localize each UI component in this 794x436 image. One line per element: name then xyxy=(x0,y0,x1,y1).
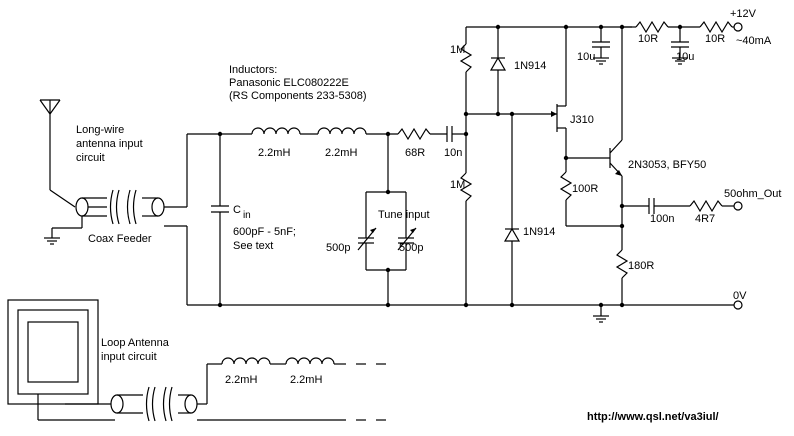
resistor-4r7-symbol xyxy=(689,199,723,213)
coax-feeder-label: Coax Feeder xyxy=(88,233,152,245)
capacitor-cin-symbol xyxy=(211,134,229,305)
cin-subscript: in xyxy=(243,210,251,221)
diode-d1-symbol xyxy=(489,27,507,114)
longwire-antenna-symbol xyxy=(39,99,61,190)
resistor-180r-symbol xyxy=(615,249,629,279)
ground-terminal[interactable] xyxy=(733,300,743,310)
resistor-10r-b-symbol xyxy=(699,20,733,34)
inductor-l4-label: 2.2mH xyxy=(290,374,322,386)
ground-symbol xyxy=(593,305,609,323)
resistor-100r-label: 100R xyxy=(572,183,598,195)
bjt-2n3053-symbol xyxy=(563,27,623,206)
supply-voltage-label: +12V xyxy=(730,8,757,20)
zero-volt-label: 0V xyxy=(733,290,747,302)
loop-label-2: input circuit xyxy=(101,351,157,363)
capacitor-100n-label: 100n xyxy=(650,213,674,225)
source-url[interactable]: http://www.qsl.net/va3iul/ xyxy=(587,411,719,423)
loop-label-1: Loop Antenna xyxy=(101,337,170,349)
inductors-title: Inductors: xyxy=(229,64,277,76)
resistor-180r-label: 180R xyxy=(628,260,654,272)
inductor-l3-label: 2.2mH xyxy=(225,374,257,386)
coax-loop-symbol xyxy=(110,357,386,422)
supply-current-label: ~40mA xyxy=(736,35,772,47)
longwire-label-3: circuit xyxy=(76,152,105,164)
capacitor-10u-b-label: 10u xyxy=(676,51,694,63)
output-terminal[interactable] xyxy=(733,201,743,211)
resistor-1m-top-symbol xyxy=(459,43,473,73)
fet-j310-label: J310 xyxy=(570,114,594,126)
bjt-label: 2N3053, BFY50 xyxy=(628,159,706,171)
inductors-part: Panasonic ELC080222E xyxy=(229,77,349,89)
tune-capacitor-symbol xyxy=(357,134,417,305)
diode-d1-label: 1N914 xyxy=(514,60,546,72)
resistor-68r-label: 68R xyxy=(405,147,425,159)
resistor-10r-a-label: 10R xyxy=(638,33,658,45)
capacitor-10u-b-symbol xyxy=(671,27,689,65)
capacitor-10n-label: 10n xyxy=(444,147,462,159)
capacitor-500p-b-label: 500p xyxy=(399,242,423,254)
inductor-l2-label: 2.2mH xyxy=(325,147,357,159)
supply-terminal[interactable] xyxy=(733,22,743,32)
loop-antenna-symbol xyxy=(7,299,115,421)
cin-range-label: 600pF - 5nF; xyxy=(233,226,296,238)
capacitor-100n-symbol xyxy=(648,198,655,214)
diode-d2-label: 1N914 xyxy=(523,226,555,238)
fet-j310-symbol xyxy=(551,27,567,158)
inductors-rs: (RS Components 233-5308) xyxy=(229,90,367,102)
inductor-l1-label: 2.2mH xyxy=(258,147,290,159)
output-label: 50ohm_Out xyxy=(724,188,781,200)
capacitor-500p-a-label: 500p xyxy=(326,242,350,254)
resistor-10r-a-symbol xyxy=(635,20,669,34)
longwire-label-1: Long-wire xyxy=(76,124,124,136)
resistor-1m-top-label: 1M xyxy=(450,44,465,56)
cin-letter: C xyxy=(233,204,241,216)
capacitor-10n-symbol xyxy=(446,126,453,142)
inductor-l2-symbol xyxy=(317,127,367,135)
tune-input-label: Tune input xyxy=(378,209,430,221)
resistor-10r-b-label: 10R xyxy=(705,33,725,45)
resistor-1m-bottom-label: 1M xyxy=(450,179,465,191)
cin-see-label: See text xyxy=(233,240,273,252)
diode-d2-symbol xyxy=(503,114,521,305)
capacitor-10u-a-label: 10u xyxy=(577,51,595,63)
resistor-1m-bottom-symbol xyxy=(459,172,473,202)
inductor-l1-symbol xyxy=(251,127,301,135)
coax-feeder-symbol xyxy=(44,133,252,305)
resistor-100r-symbol xyxy=(559,171,573,201)
capacitor-10u-a-symbol xyxy=(592,27,610,65)
resistor-68r-symbol xyxy=(397,127,431,141)
longwire-label-2: antenna input xyxy=(76,138,143,150)
resistor-4r7-label: 4R7 xyxy=(695,213,715,225)
